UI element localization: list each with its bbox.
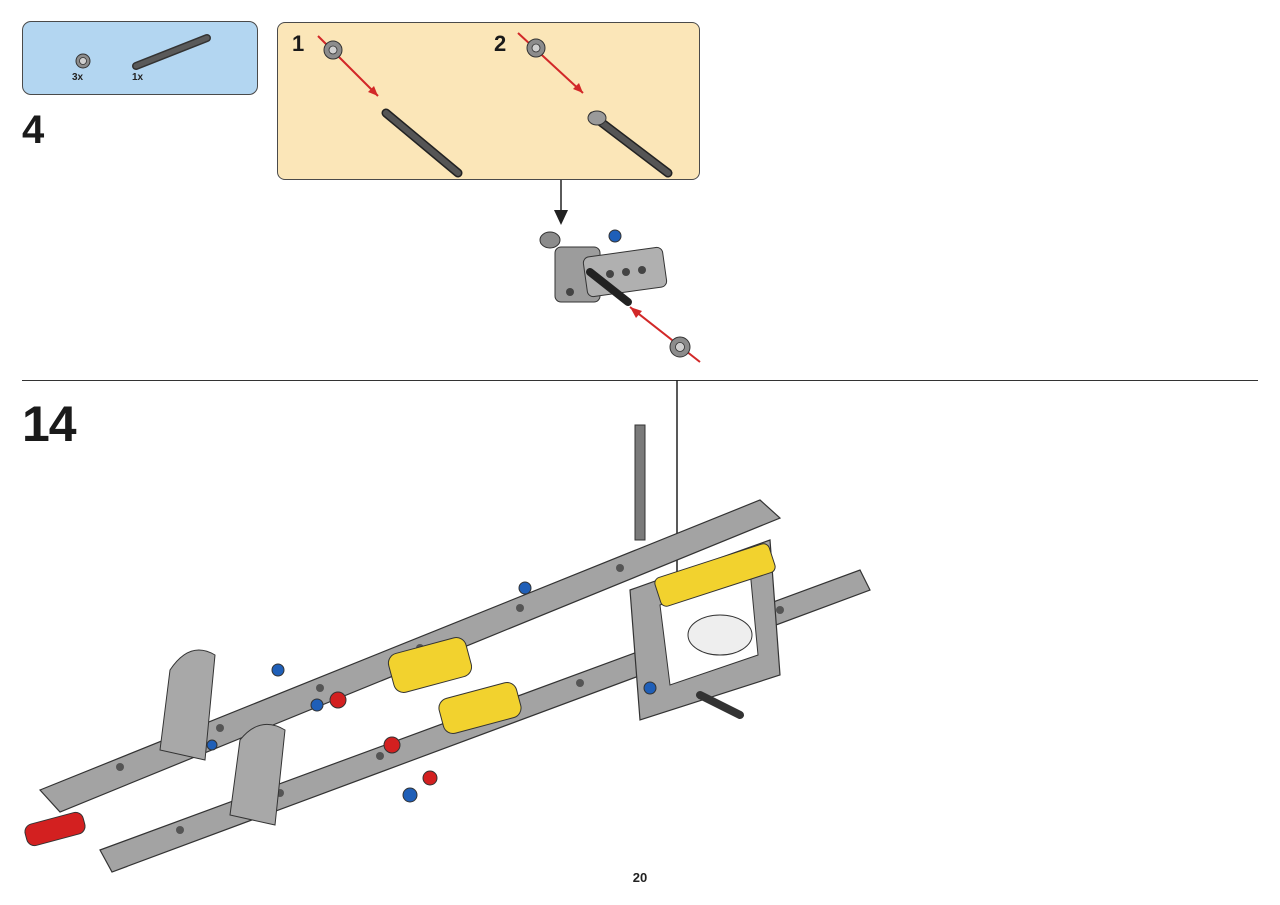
sub-assembly-result (539, 229, 701, 363)
bush-icon (75, 53, 91, 69)
down-arrow-icon (554, 180, 568, 225)
page-number: 20 (632, 870, 648, 885)
bush-icon (539, 231, 561, 249)
vertical-axle-icon (634, 424, 646, 541)
red-pin-icon (329, 691, 438, 786)
bush-icon (669, 336, 691, 358)
sub-step-label-2: 2 (494, 31, 507, 56)
sub-assembly-callout: 1 2 (277, 22, 700, 180)
axle-icon (132, 34, 211, 70)
sub-step-label-1: 1 (292, 31, 305, 56)
red-connector-icon (24, 811, 86, 847)
sub-step-1-illustration (317, 35, 463, 178)
axle-icon (381, 108, 463, 178)
sub-step-number: 4 (22, 108, 44, 152)
bush-icon (526, 38, 546, 58)
axle-with-bush-icon (587, 110, 673, 178)
step-divider (22, 380, 1258, 381)
axle-icon (586, 268, 632, 306)
rear-axle-icon (696, 691, 744, 719)
chassis-model (24, 424, 871, 873)
blue-pin-icon (608, 229, 622, 243)
parts-list-box: 3x 1x (22, 21, 258, 95)
bush-icon (323, 40, 343, 60)
sub-step-2-illustration (517, 32, 673, 178)
axle-quantity: 1x (132, 72, 144, 83)
main-step-number: 14 (22, 396, 77, 452)
right-curved-arm (229, 723, 286, 826)
gear-frame (629, 539, 781, 721)
bush-quantity: 3x (72, 72, 84, 83)
left-curved-arm (159, 649, 216, 761)
blue-pin-icon (206, 581, 657, 803)
yellow-connector-icon (387, 637, 522, 734)
